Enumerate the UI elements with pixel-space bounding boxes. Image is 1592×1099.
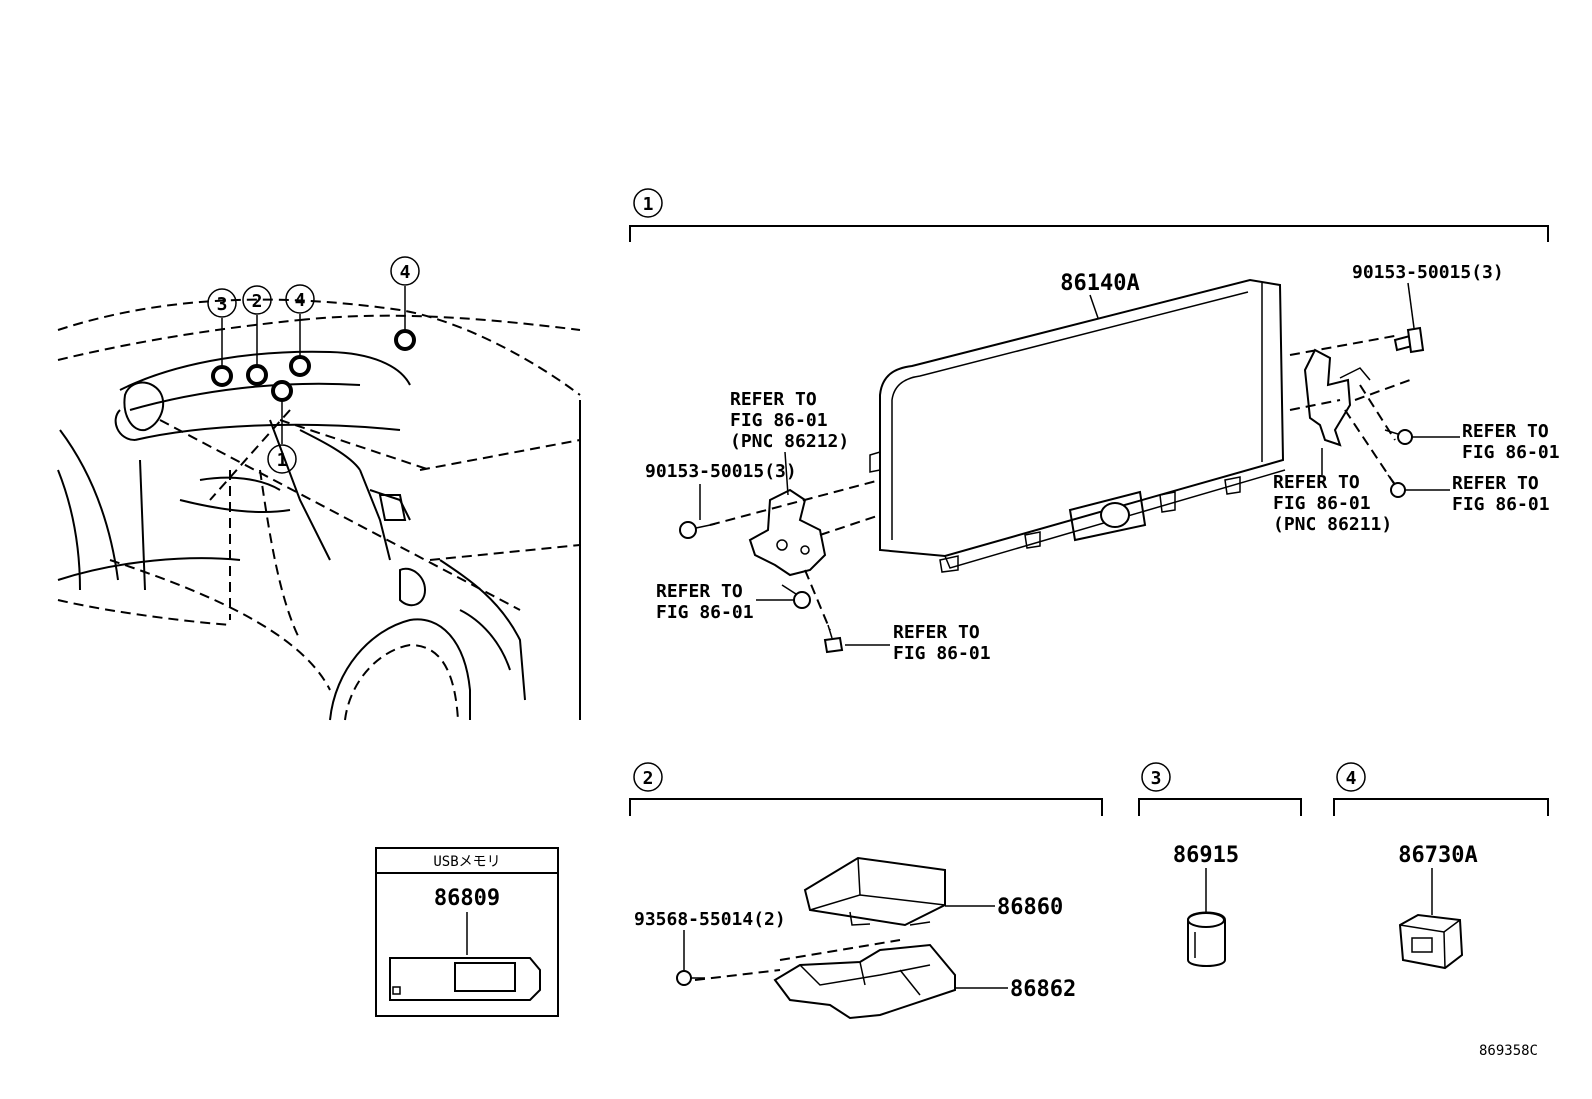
left-bracket-ref: REFER TO FIG 86-01 (PNC 86212) <box>730 389 849 452</box>
right-screw1-ref: REFER TO FIG 86-01 <box>1462 421 1560 463</box>
right-screw2-ref-line1: REFER TO <box>1452 473 1539 494</box>
part-90153-right-label: 90153-50015(3) <box>1352 262 1504 283</box>
part-93568-label: 93568-55014(2) <box>634 909 786 930</box>
jack-86730A-drawing <box>1398 868 1464 970</box>
right-bracket-drawing <box>1289 334 1411 486</box>
module-86860-drawing <box>803 856 995 927</box>
overview-callout-1: 1 <box>267 444 297 474</box>
group-4-number: 4 <box>1346 768 1357 789</box>
overview-callout-2-label: 2 <box>252 291 263 312</box>
bracket-86862-drawing <box>694 939 1008 1020</box>
car-interior-overview <box>57 286 581 721</box>
left-screw2-ref: REFER TO FIG 86-01 <box>893 622 991 664</box>
overview-callout-4a-label: 4 <box>295 290 306 311</box>
group-4-header: 4 <box>1333 762 1549 816</box>
right-bracket-ref: REFER TO FIG 86-01 (PNC 86211) <box>1273 472 1392 535</box>
left-screw1-ref-line1: REFER TO <box>656 581 743 602</box>
figure-code: 869358C <box>1479 1043 1538 1059</box>
screw-left-1 <box>756 584 811 609</box>
screw-90153-left <box>679 484 716 539</box>
part-86860-label: 86860 <box>997 895 1063 920</box>
part-86809-label: 86809 <box>434 886 500 911</box>
left-bracket-ref-line2: FIG 86-01 <box>730 410 828 431</box>
right-bracket-ref-line2: FIG 86-01 <box>1273 493 1371 514</box>
right-screw1-ref-line2: FIG 86-01 <box>1462 442 1560 463</box>
group-2-header: 2 <box>629 762 1103 816</box>
overview-callout-3: 3 <box>207 288 237 318</box>
overview-callout-1-label: 1 <box>277 450 288 471</box>
usb-memory-box: USBメモリ 86809 <box>375 847 559 1017</box>
left-screw1-ref: REFER TO FIG 86-01 <box>656 581 754 623</box>
overview-callout-3-label: 3 <box>217 294 228 315</box>
left-screw2-ref-line1: REFER TO <box>893 622 980 643</box>
overview-callout-2: 2 <box>242 285 272 315</box>
display-unit-drawing <box>869 278 1286 573</box>
part-86862-label: 86862 <box>1010 977 1076 1002</box>
screw-right-1 <box>1384 429 1460 445</box>
group-3-number: 3 <box>1151 768 1162 789</box>
group-3-header: 3 <box>1138 762 1302 816</box>
overview-callout-4b-label: 4 <box>400 262 411 283</box>
group-1-header: 1 <box>629 188 1549 242</box>
usb-port-86915-drawing <box>1187 868 1226 967</box>
screw-90153-right <box>1393 282 1425 354</box>
part-86730A-label: 86730A <box>1398 843 1477 868</box>
left-bracket-ref-line1: REFER TO <box>730 389 817 410</box>
overview-callout-4a: 4 <box>285 284 315 314</box>
left-bracket-drawing <box>709 451 881 631</box>
right-bracket-ref-line1: REFER TO <box>1273 472 1360 493</box>
part-86140A-label: 86140A <box>1060 271 1139 296</box>
right-bracket-ref-line3: (PNC 86211) <box>1273 514 1392 535</box>
right-screw2-ref: REFER TO FIG 86-01 <box>1452 473 1550 515</box>
part-90153-left-label: 90153-50015(3) <box>645 461 797 482</box>
left-bracket-ref-line3: (PNC 86212) <box>730 431 849 452</box>
left-screw2-ref-line2: FIG 86-01 <box>893 643 991 664</box>
right-screw2-ref-line2: FIG 86-01 <box>1452 494 1550 515</box>
overview-callout-4b: 4 <box>390 256 420 286</box>
screw-left-2 <box>823 624 890 654</box>
left-screw1-ref-line2: FIG 86-01 <box>656 602 754 623</box>
screw-93568-drawing <box>676 930 705 986</box>
usb-box-title: USBメモリ <box>433 854 500 870</box>
group-2-number: 2 <box>643 768 654 789</box>
right-screw1-ref-line1: REFER TO <box>1462 421 1549 442</box>
screw-right-2 <box>1387 474 1450 498</box>
part-86915-label: 86915 <box>1173 843 1239 868</box>
group-1-number: 1 <box>643 194 654 215</box>
